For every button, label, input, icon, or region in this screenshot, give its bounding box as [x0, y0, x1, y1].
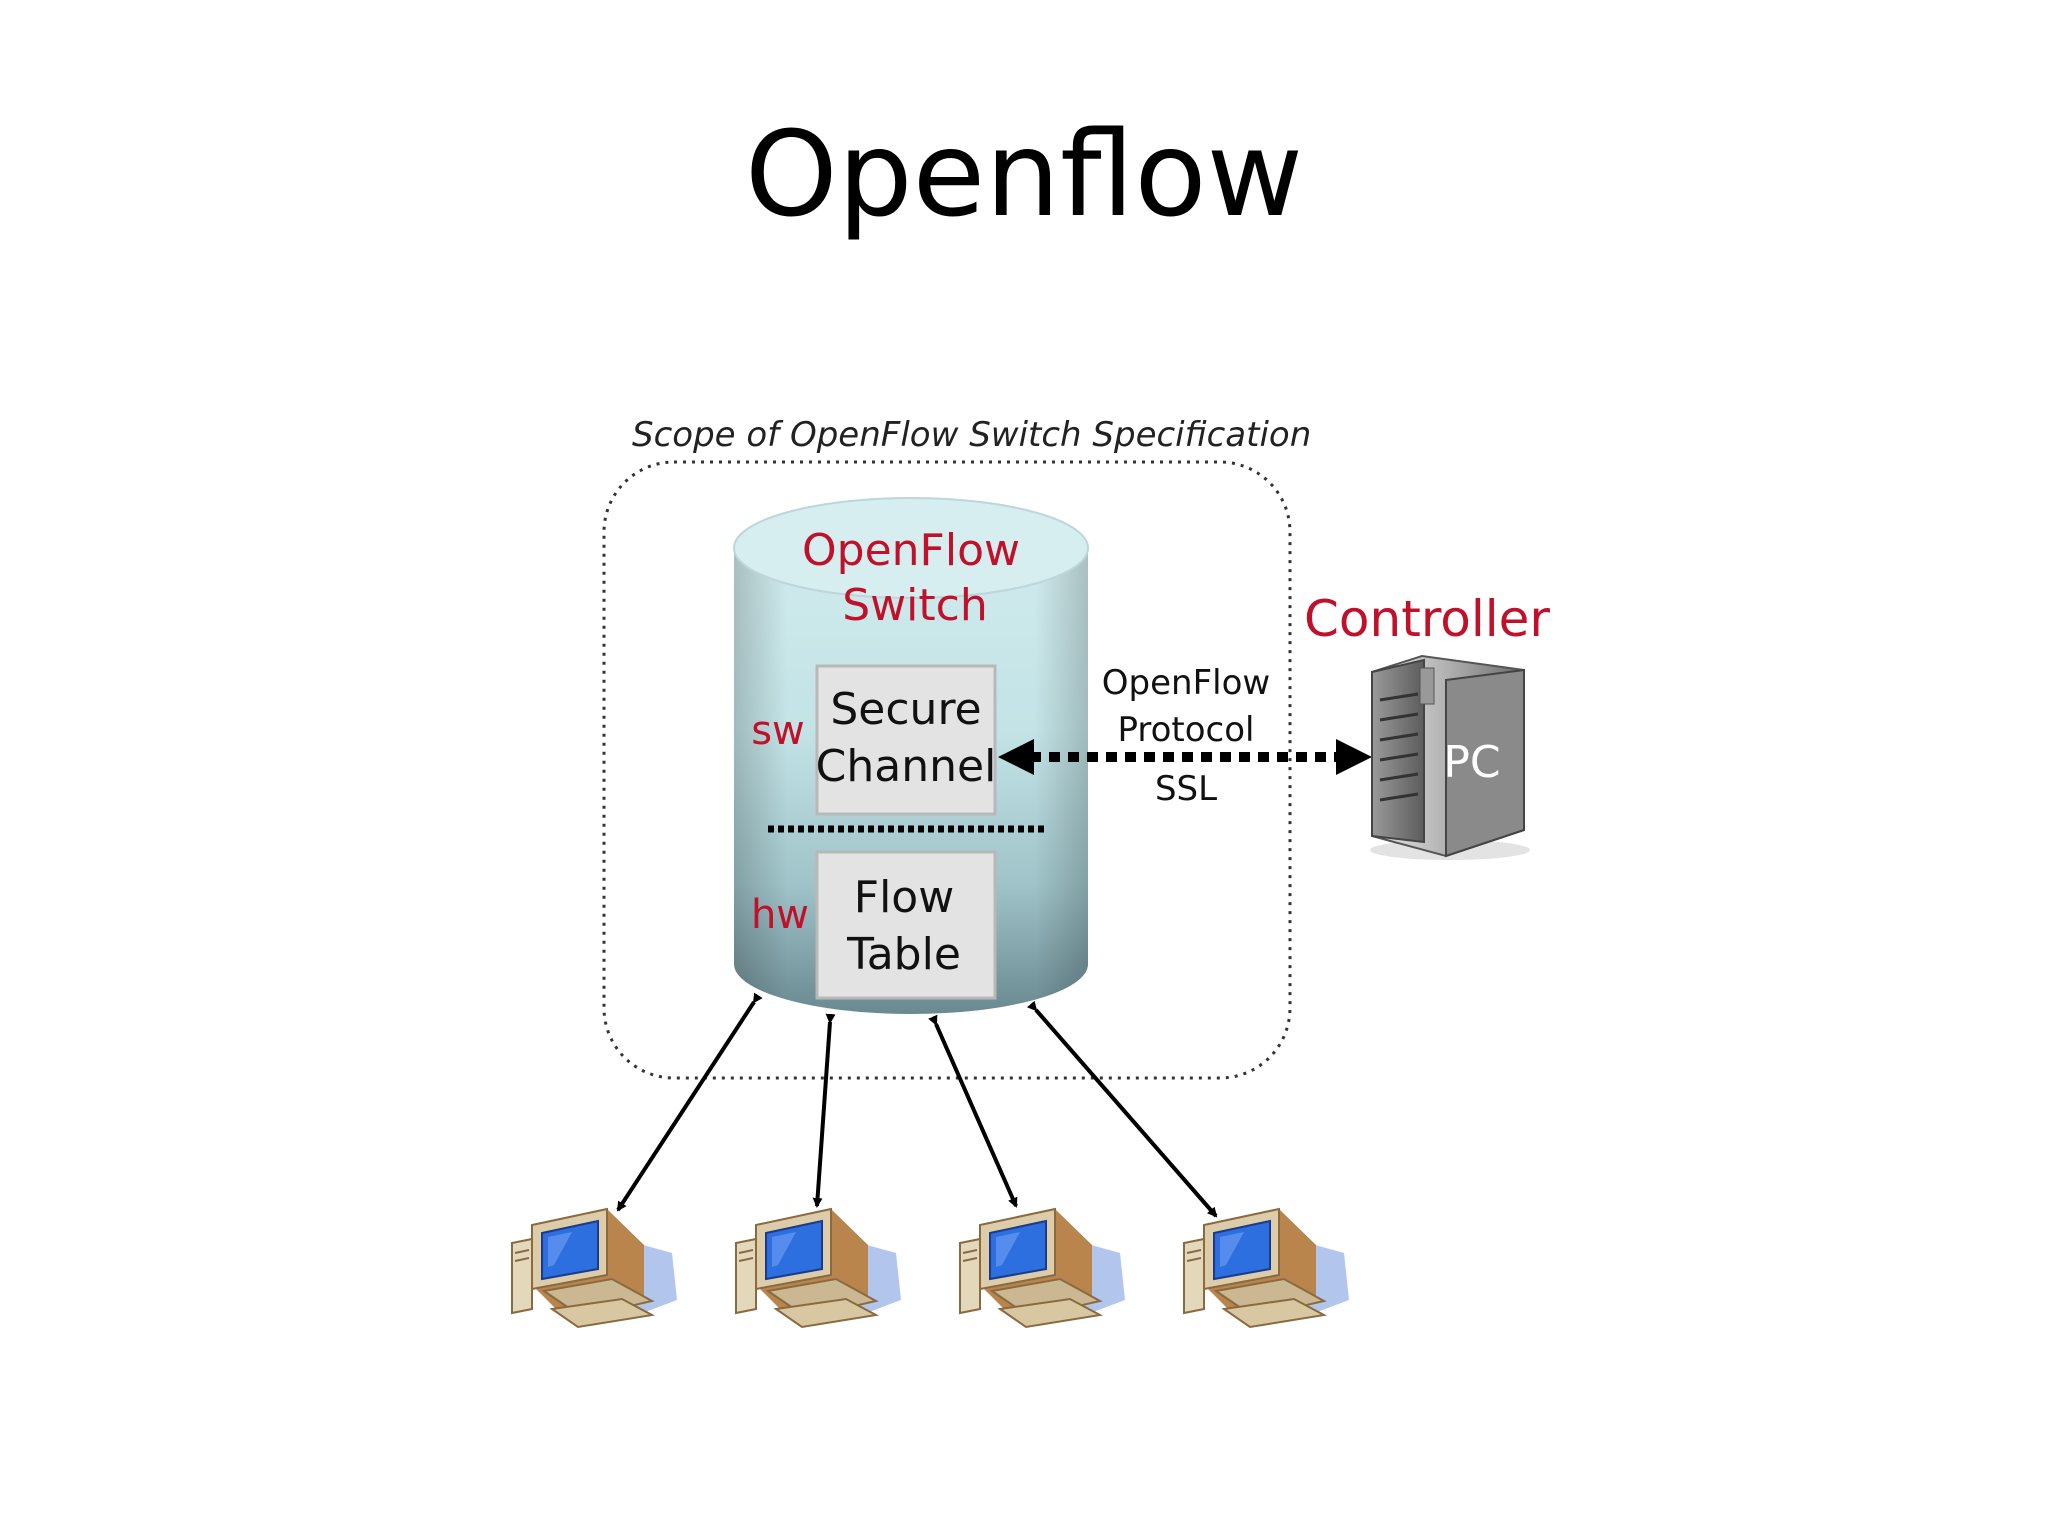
openflow-protocol-arrow	[998, 739, 1372, 775]
host-computer-icon	[959, 1208, 1126, 1328]
switch-label-line2: Switch	[842, 580, 987, 631]
sw-label: sw	[751, 708, 805, 754]
controller-pc-label: PC	[1443, 737, 1500, 788]
host-computer-icon	[511, 1208, 678, 1328]
hw-label: hw	[751, 892, 809, 938]
protocol-line1: OpenFlow	[1102, 663, 1270, 703]
controller-label: Controller	[1304, 590, 1550, 648]
flow-table-line2: Table	[846, 929, 961, 980]
host-computer-icon	[735, 1208, 902, 1328]
secure-channel-line2: Channel	[816, 741, 997, 792]
secure-channel-box	[815, 664, 997, 816]
host-computer-icon	[1183, 1208, 1350, 1328]
controller-pc-icon: PC	[1370, 654, 1530, 860]
protocol-line3: SSL	[1155, 769, 1217, 809]
flow-table-box	[815, 850, 997, 1000]
scope-label: Scope of OpenFlow Switch Specification	[632, 415, 1311, 455]
protocol-line2: Protocol	[1117, 710, 1254, 750]
flow-table-line1: Flow	[854, 872, 954, 923]
secure-channel-line1: Secure	[830, 684, 981, 735]
switch-label-line1: OpenFlow	[802, 525, 1020, 576]
host-connections	[616, 992, 1218, 1218]
slide-title: Openflow	[744, 105, 1304, 243]
